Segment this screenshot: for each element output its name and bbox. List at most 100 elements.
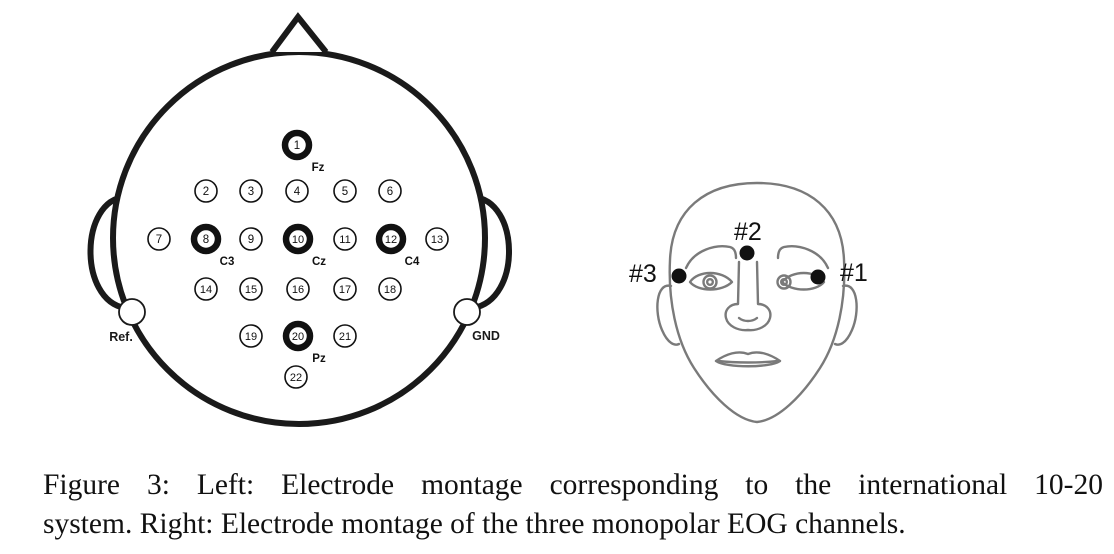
electrode-number: 20	[292, 331, 304, 343]
electrode-site-label: C4	[405, 256, 420, 268]
electrode-number: 6	[387, 186, 393, 198]
face-right-ear	[833, 284, 858, 346]
electrode-number: 13	[431, 234, 443, 246]
ref-electrode	[118, 298, 146, 326]
right-panel-face	[656, 181, 858, 424]
electrode-15: 15	[239, 277, 263, 301]
caption-line-2: system. Right: Electrode montage of the …	[43, 508, 906, 540]
left-eye	[688, 271, 734, 291]
electrode-number: 10	[292, 234, 304, 246]
electrode-site-label: Cz	[312, 256, 326, 268]
electrode-11: 11	[333, 227, 357, 251]
electrode-19: 19	[239, 324, 263, 348]
electrode-number: 4	[294, 186, 301, 198]
electrode-circle	[378, 179, 402, 203]
electrode-4: 4	[285, 179, 309, 203]
electrode-2: 2	[194, 179, 218, 203]
left-iris	[702, 274, 718, 290]
electrode-8: 8C3	[190, 223, 235, 268]
electrode-site-label: Fz	[312, 162, 325, 174]
electrode-circle	[239, 277, 263, 301]
nose-marker	[269, 12, 329, 54]
electrode-number: 15	[245, 284, 257, 296]
electrode-circle	[194, 277, 218, 301]
figure-caption: Figure 3: Left: Electrode montage corres…	[43, 466, 1103, 544]
electrode-circle	[147, 227, 171, 251]
electrode-21: 21	[333, 324, 357, 348]
electrode-circle	[333, 324, 357, 348]
left-brow	[684, 245, 738, 270]
electrode-3: 3	[239, 179, 263, 203]
electrode-number: 16	[292, 284, 304, 296]
electrode-circle	[375, 223, 407, 255]
electrode-number: 8	[203, 234, 209, 246]
electrode-number: 21	[339, 331, 351, 343]
eog-electrode-3	[671, 268, 687, 284]
right-ear	[472, 194, 512, 311]
electrode-circle	[285, 179, 309, 203]
electrode-site-label: C3	[220, 256, 235, 268]
mouth-line	[716, 359, 780, 364]
face-nose	[724, 260, 772, 332]
electrode-number: 7	[156, 234, 162, 246]
eog-electrode-2	[739, 245, 755, 261]
left-pupil	[706, 278, 715, 287]
electrode-13: 13	[425, 227, 449, 251]
electrode-circle	[378, 277, 402, 301]
electrode-7: 7	[147, 227, 171, 251]
left-ear	[87, 194, 126, 311]
electrode-number: 11	[339, 234, 350, 246]
eog-label-3: #3	[629, 260, 657, 288]
nose-bridge-base	[737, 316, 759, 323]
caption-line-1: Figure 3: Left: Electrode montage corres…	[43, 469, 1103, 501]
electrode-circle	[282, 320, 314, 352]
electrode-circle	[239, 227, 263, 251]
electrode-number: 3	[248, 186, 254, 198]
electrode-circle	[425, 227, 449, 251]
electrode-16: 16	[286, 277, 310, 301]
electrode-site-label: Pz	[312, 353, 326, 365]
electrode-circle	[239, 179, 263, 203]
electrode-number: 2	[203, 186, 209, 198]
electrode-circle	[284, 365, 308, 389]
electrode-number: 12	[385, 234, 397, 246]
electrode-number: 17	[339, 284, 351, 296]
electrode-circle	[281, 129, 313, 161]
electrode-circle	[286, 277, 310, 301]
electrode-number: 9	[248, 234, 254, 246]
electrode-1: 1Fz	[281, 129, 325, 174]
electrode-14: 14	[194, 277, 218, 301]
electrode-22: 22	[284, 365, 308, 389]
mouth	[714, 351, 782, 368]
electrode-circle	[190, 223, 222, 255]
electrode-6: 6	[378, 179, 402, 203]
electrode-number: 14	[200, 284, 212, 296]
gnd-label: GND	[472, 329, 500, 343]
electrode-circle	[194, 179, 218, 203]
electrode-number: 5	[342, 186, 348, 198]
electrode-circle	[282, 223, 314, 255]
right-iris	[776, 274, 792, 290]
face-outline	[668, 181, 846, 424]
right-brow	[776, 245, 830, 270]
electrode-circle	[333, 277, 357, 301]
eog-electrode-1	[810, 269, 826, 285]
electrode-number: 22	[290, 372, 302, 384]
electrode-circle	[333, 179, 357, 203]
eog-label-1: #1	[840, 259, 868, 287]
eog-label-2: #2	[734, 218, 762, 246]
ref-label: Ref.	[109, 330, 133, 344]
electrode-number: 1	[294, 140, 300, 152]
electrode-5: 5	[333, 179, 357, 203]
electrode-18: 18	[378, 277, 402, 301]
electrode-circle	[333, 227, 357, 251]
electrode-number: 19	[245, 331, 257, 343]
face-left-ear	[656, 284, 681, 346]
electrode-17: 17	[333, 277, 357, 301]
electrode-number: 18	[384, 284, 396, 296]
right-pupil	[780, 278, 789, 287]
